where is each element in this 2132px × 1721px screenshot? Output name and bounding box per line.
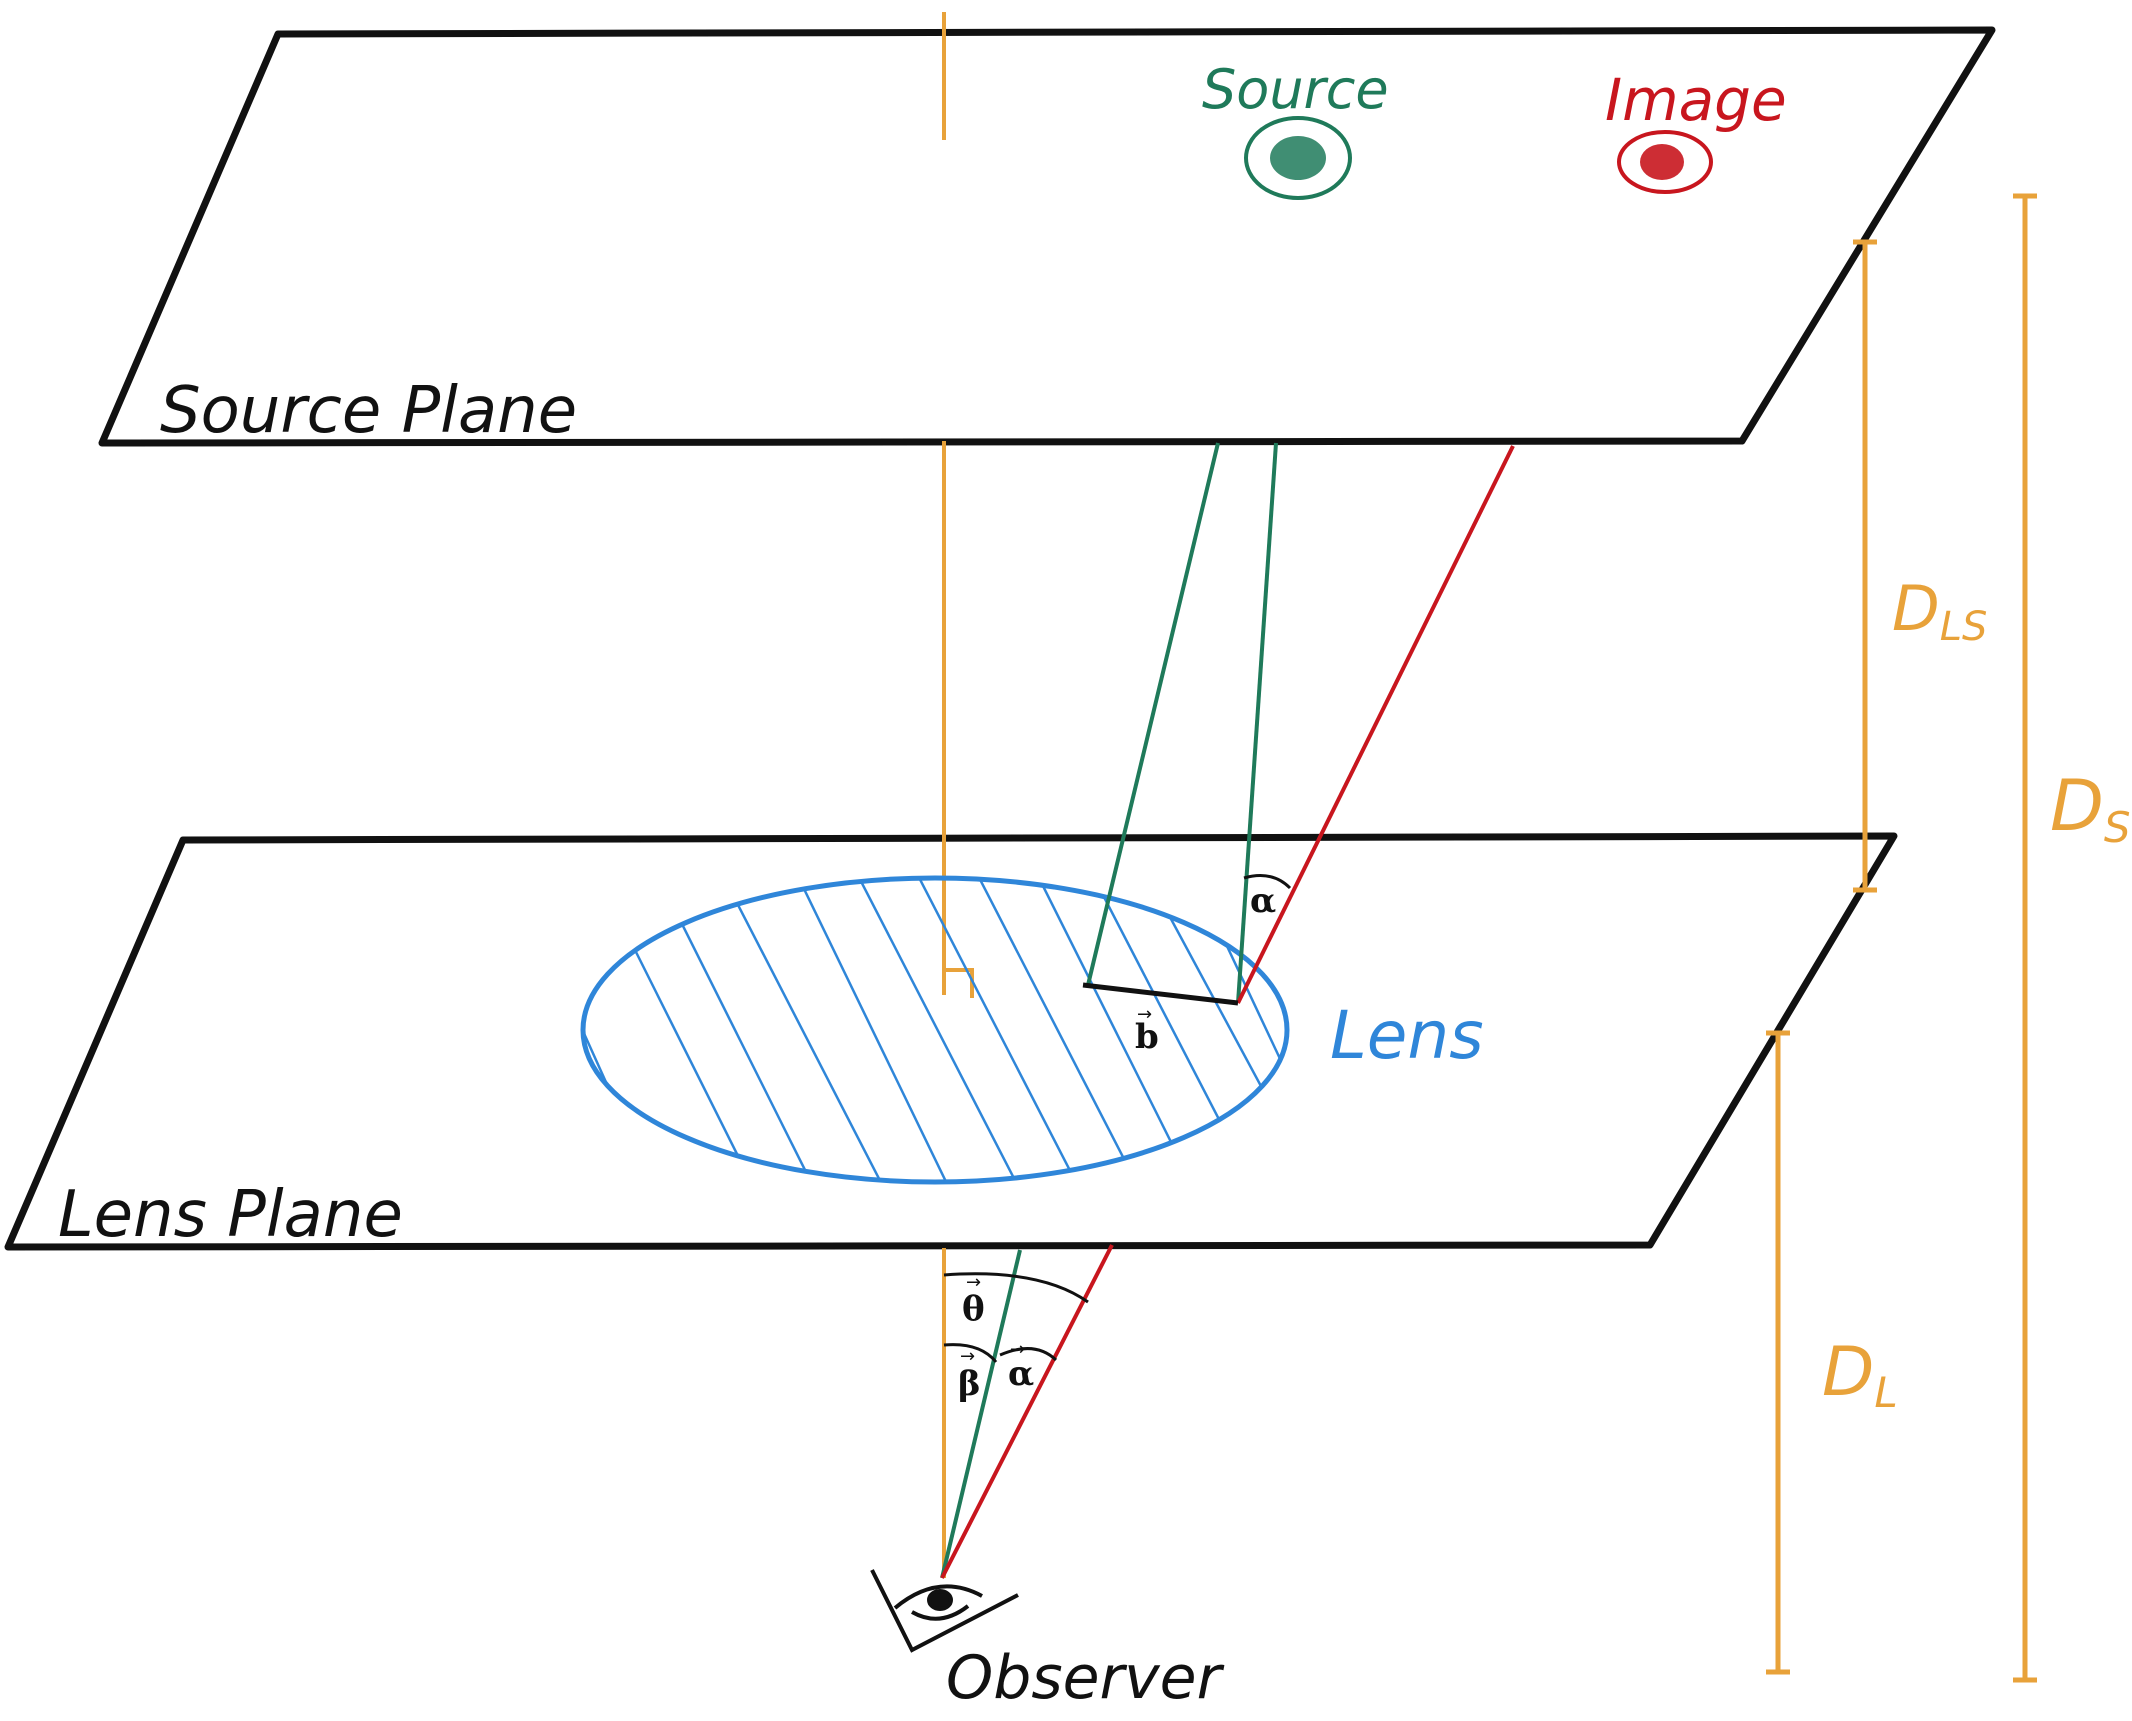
beta-vector-arrow: → — [960, 1346, 975, 1367]
observer-label: Observer — [946, 1643, 1225, 1713]
source-plane-label: Source Plane — [160, 374, 577, 448]
optical-axis — [942, 12, 974, 1578]
source-plane — [98, 26, 1996, 447]
theta-angle-arc — [943, 1272, 1089, 1304]
image-label: Image — [1605, 66, 1787, 134]
impact-parameter-vector-arrow: → — [1137, 1004, 1152, 1025]
beta-angle-label: β — [958, 1364, 981, 1404]
image-blob — [1617, 130, 1713, 194]
deflection-angle-arc — [1243, 874, 1292, 890]
source-rays — [940, 442, 1278, 1579]
theta-angle-label: θ — [962, 1289, 985, 1329]
distance-label-d-s: DS — [2050, 765, 2131, 852]
impact-parameter-label: b — [1135, 1017, 1159, 1057]
distance-label-d-ls: DLS — [1892, 572, 1987, 650]
alpha-angle-arc — [999, 1347, 1058, 1362]
impact-parameter-line — [1082, 982, 1239, 1006]
distance-bar-d-l — [1766, 1030, 1790, 1675]
theta-vector-arrow: → — [966, 1272, 981, 1293]
lens-label: Lens — [1330, 997, 1484, 1074]
distance-bar-d-ls — [1853, 239, 1877, 893]
lens-plane — [4, 832, 1898, 1251]
deflection-angle-label: α — [1250, 881, 1276, 921]
lens-ellipse — [580, 875, 1290, 1185]
alpha-angle-label: α — [1008, 1354, 1034, 1394]
lens-plane-label: Lens Plane — [58, 1178, 403, 1252]
distance-bar-d-s — [2013, 193, 2037, 1683]
source-label: Source — [1202, 58, 1389, 121]
observer-eye-icon — [870, 1569, 1019, 1653]
lens-hatching — [583, 878, 1287, 1182]
alpha-vector-arrow: → — [1010, 1339, 1025, 1360]
distance-label-d-l: DL — [1822, 1333, 1898, 1417]
beta-angle-arc — [943, 1343, 998, 1363]
source-blob — [1244, 116, 1352, 200]
